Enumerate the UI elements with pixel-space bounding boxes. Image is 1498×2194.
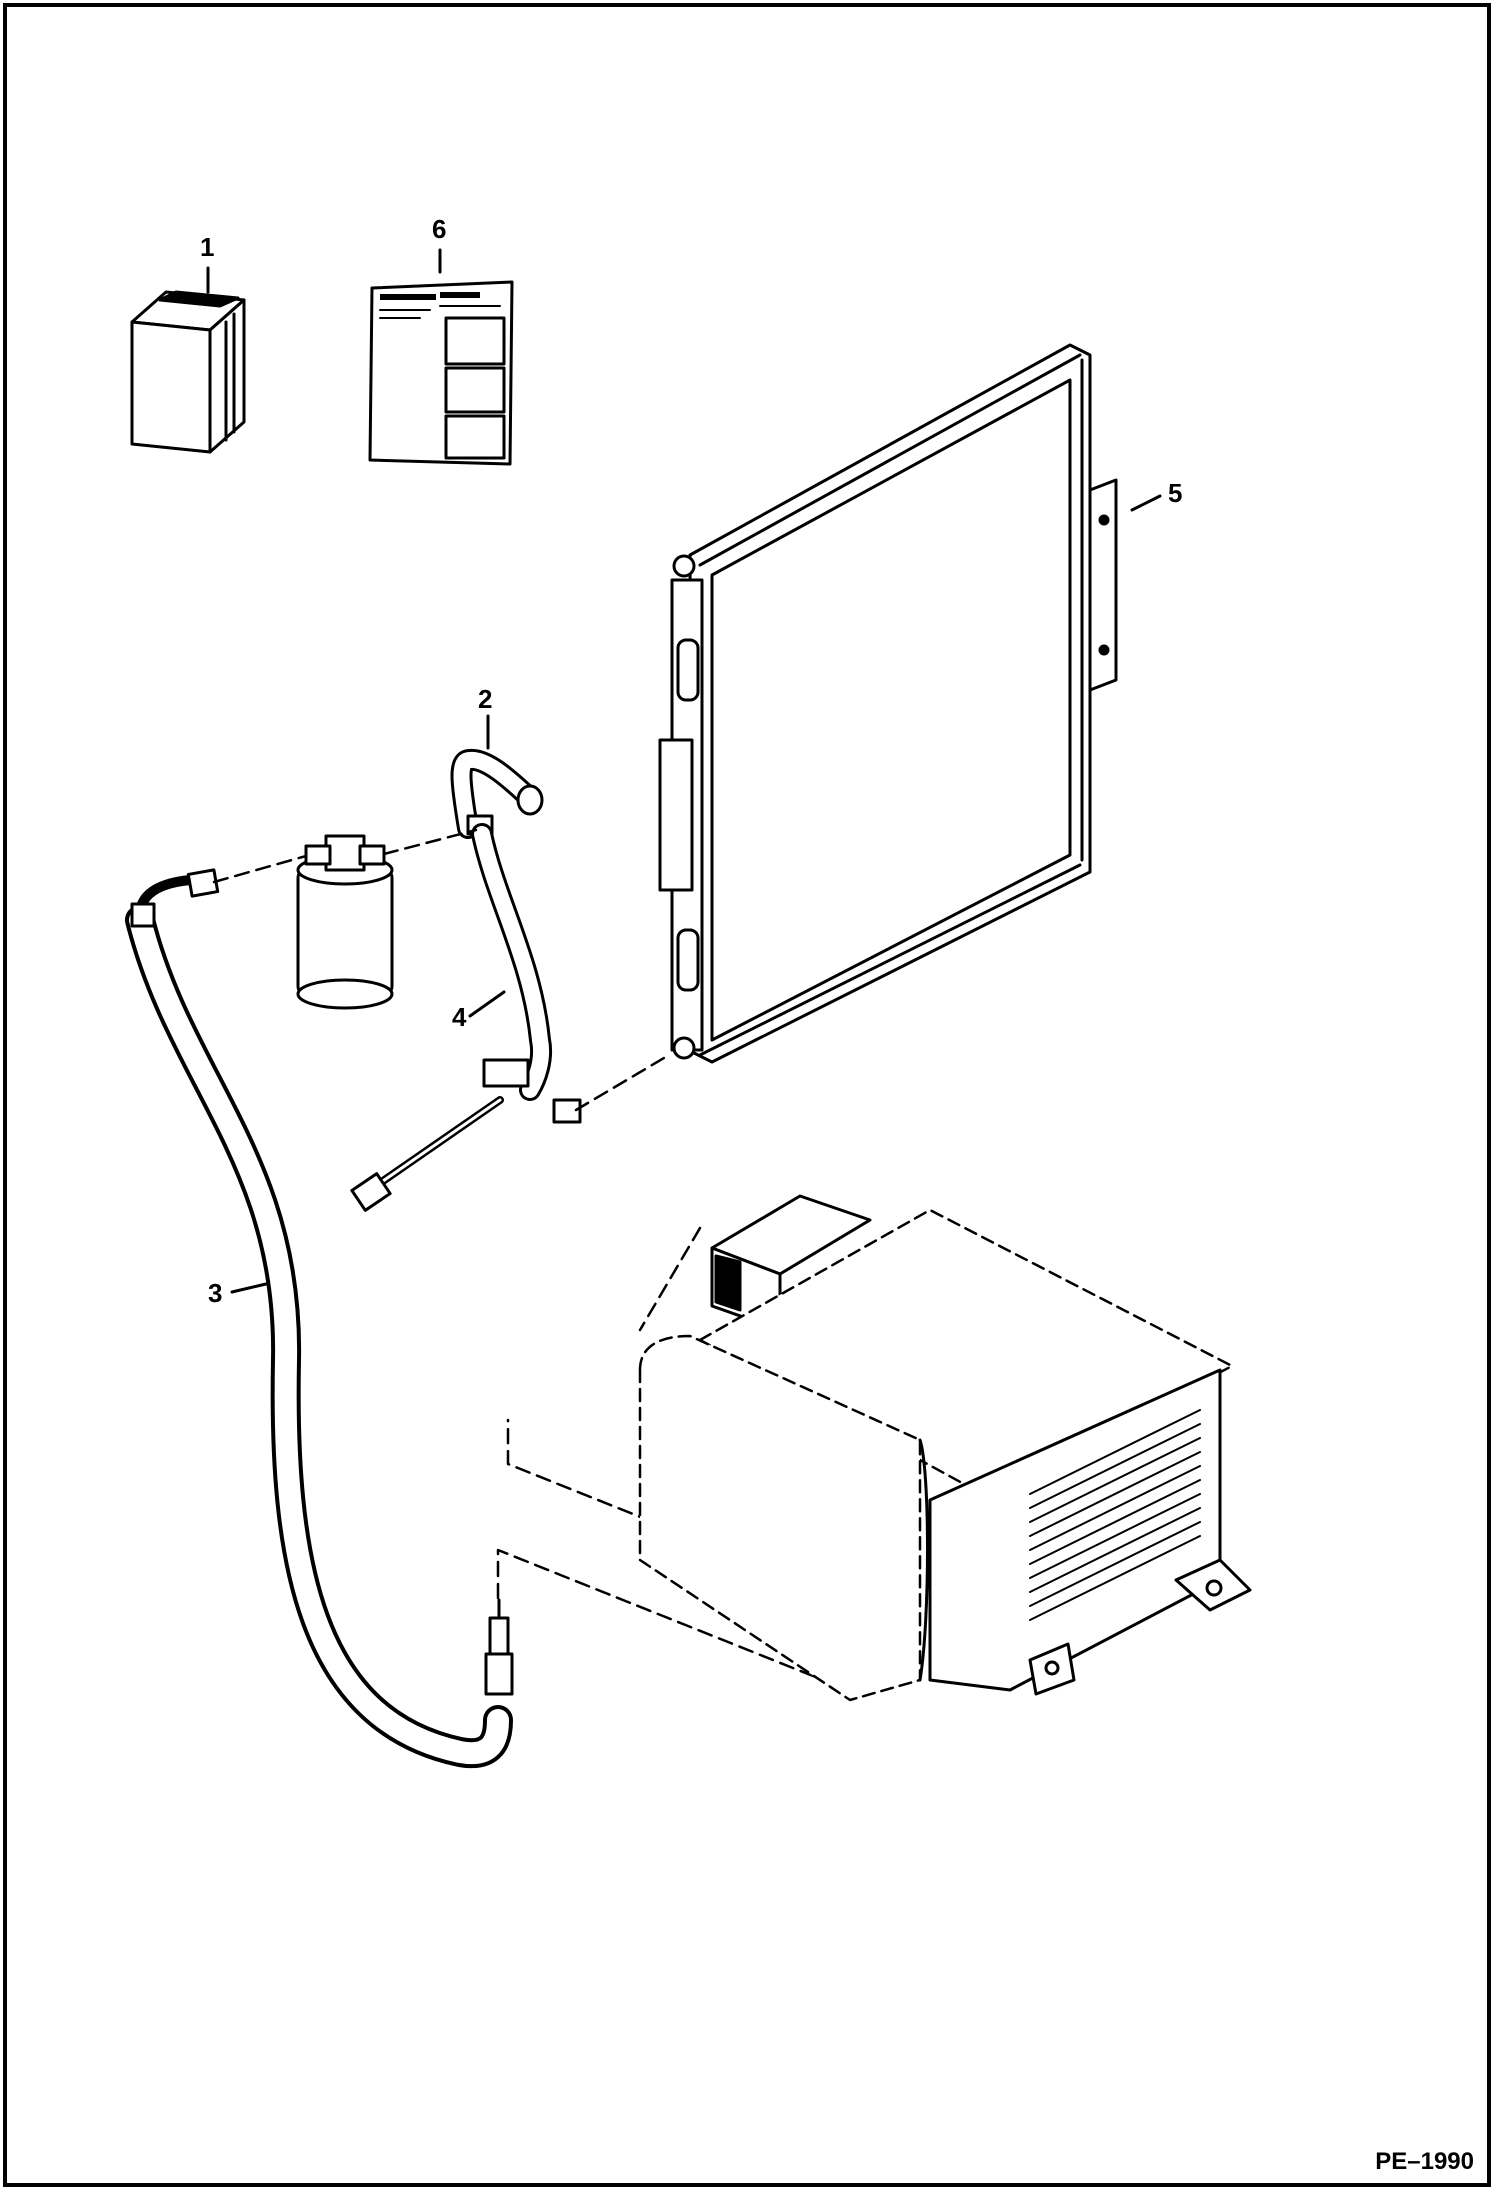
callout-4: 4: [452, 1002, 467, 1032]
page-border: [3, 3, 1491, 2187]
leader-4: [468, 990, 506, 1018]
evaporator-unit: [638, 1194, 1252, 1702]
part-1-box: [130, 290, 246, 454]
callout-1: 1: [200, 232, 215, 262]
receiver-drier: [296, 834, 394, 1010]
callout-6: 6: [432, 214, 447, 244]
leader-5: [1130, 494, 1162, 512]
part-5-condenser: [658, 343, 1118, 1064]
leader-3: [230, 1282, 268, 1294]
part-3-hose: [125, 868, 514, 1769]
part-2-hose: [450, 749, 544, 839]
callout-3: 3: [208, 1278, 223, 1308]
part-6-instruction-sheet: [368, 280, 514, 466]
figure-code: PE–1990: [1375, 2148, 1474, 2175]
callout-2: 2: [478, 684, 493, 714]
part-4-hose: [350, 823, 582, 1212]
callout-5: 5: [1168, 478, 1183, 508]
